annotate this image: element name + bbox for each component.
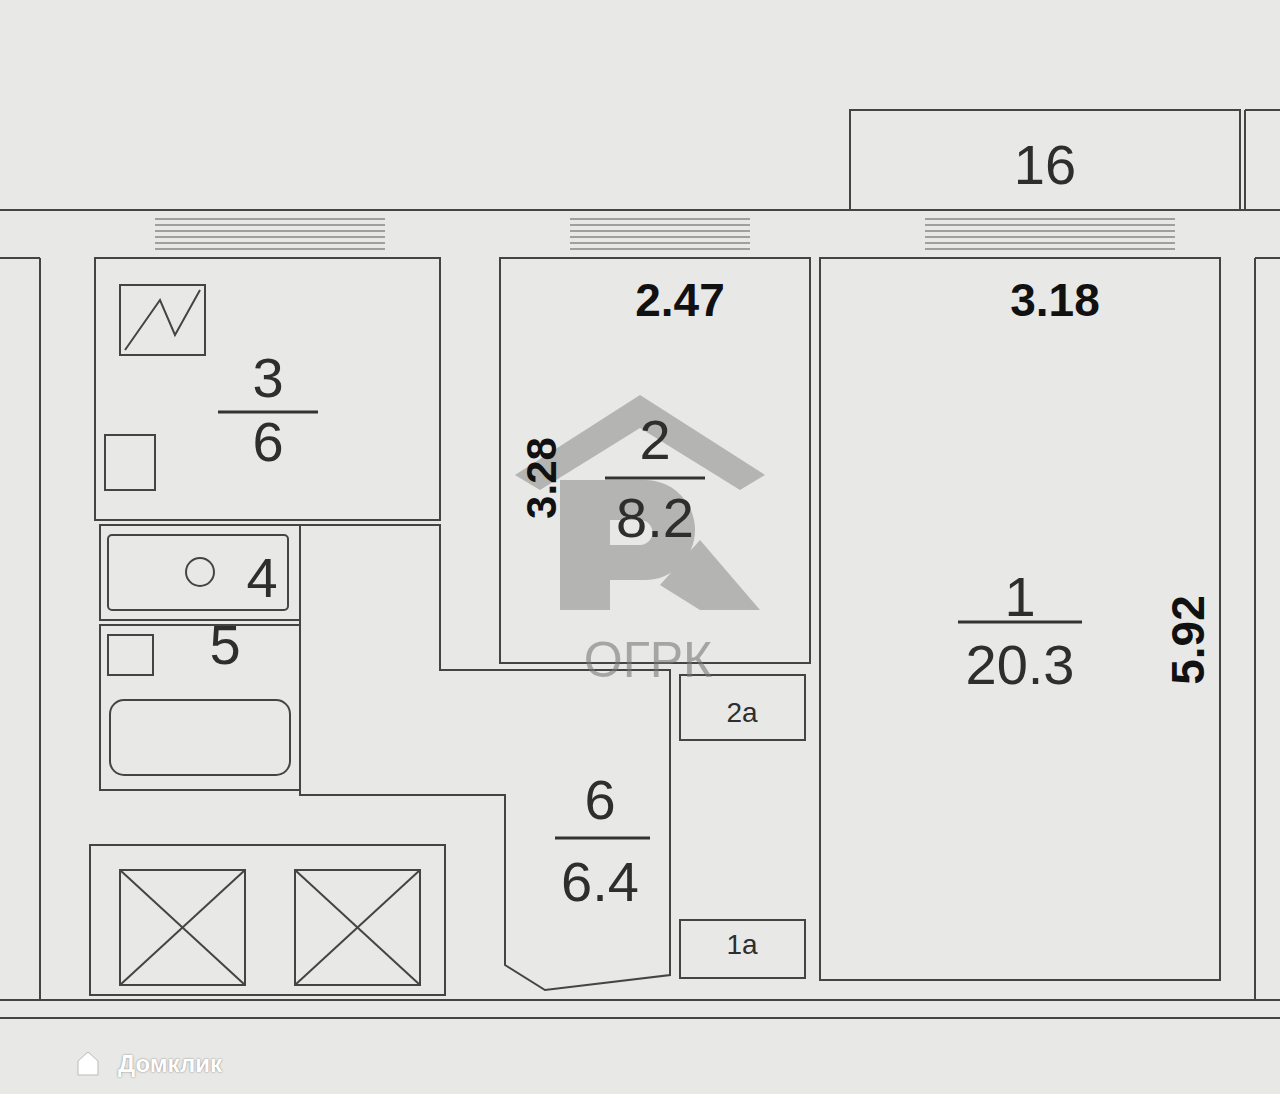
dimension: 2.47 xyxy=(635,277,725,323)
watermark: ОГРК xyxy=(584,635,712,685)
watermark: Домклик xyxy=(118,1052,222,1076)
dimension: 3.18 xyxy=(1010,277,1100,323)
room: 120.3 xyxy=(820,258,1220,980)
room-number: 2a xyxy=(726,699,757,727)
room-number: 1a xyxy=(726,931,757,959)
room-number: 4 xyxy=(246,550,277,606)
dimension: 3.28 xyxy=(521,437,563,519)
room: 66.4 xyxy=(505,670,670,975)
room-number: 2 xyxy=(639,412,670,468)
room: 5 xyxy=(100,625,300,790)
room-area: 20.3 xyxy=(966,637,1075,693)
room-number: 6 xyxy=(584,772,615,828)
room: 1a xyxy=(680,920,805,978)
watermark-logo xyxy=(515,395,765,610)
room-area: 8.2 xyxy=(616,490,694,546)
room-area: 6.4 xyxy=(561,854,639,910)
room-number: 16 xyxy=(1014,137,1076,193)
room-number: 3 xyxy=(252,350,283,406)
room-number: 1 xyxy=(1004,569,1035,625)
room-number: 5 xyxy=(209,617,240,673)
room-area: 6 xyxy=(252,414,283,470)
room: 4 xyxy=(100,525,300,620)
dimension: 5.92 xyxy=(1165,595,1211,685)
room: 36 xyxy=(95,258,440,520)
room: 16 xyxy=(850,110,1240,210)
